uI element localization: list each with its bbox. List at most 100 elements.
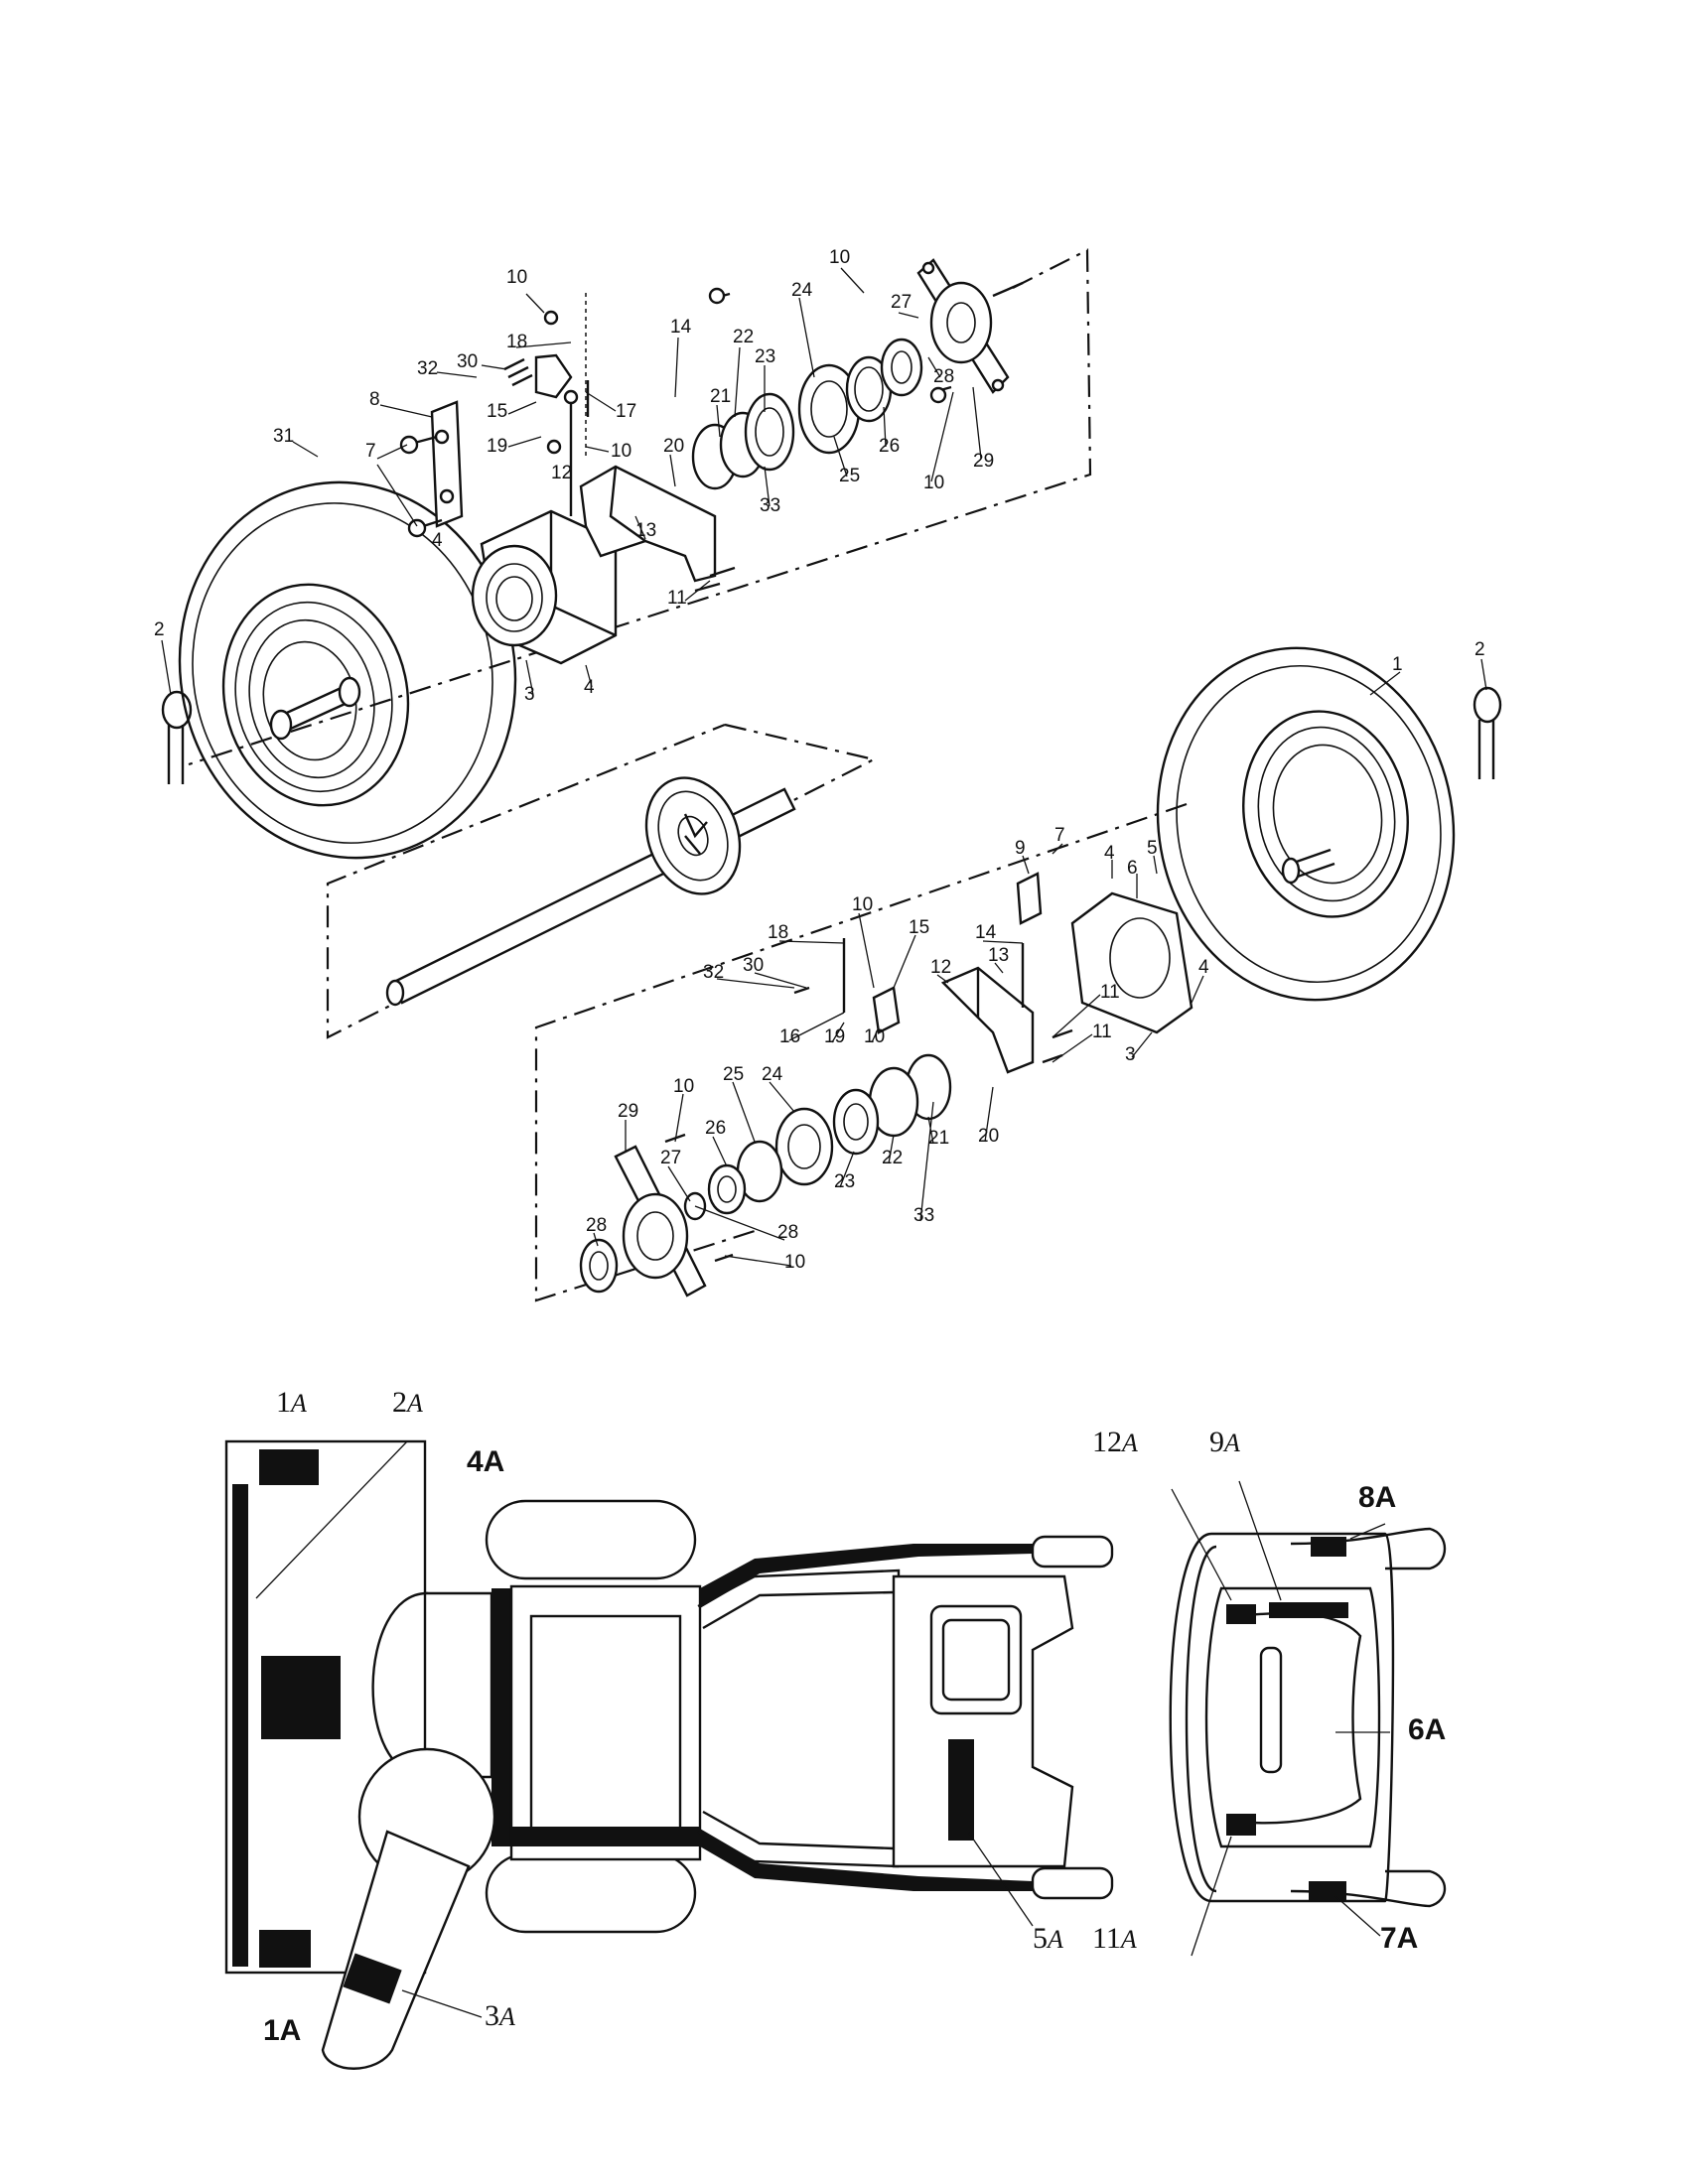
rear-view xyxy=(1169,1480,1447,1957)
label-12a: 12A xyxy=(1092,1426,1138,1458)
linch-pin-right xyxy=(1473,686,1502,779)
callout-23: 23 xyxy=(834,1171,855,1192)
callout-13: 13 xyxy=(988,945,1009,966)
callout-11: 11 xyxy=(667,588,687,609)
left-tire xyxy=(178,480,517,860)
strap-bracket xyxy=(579,465,717,583)
decal-8a xyxy=(1311,1537,1346,1557)
callout-10: 10 xyxy=(611,441,632,462)
label-8a: 8A xyxy=(1358,1481,1396,1514)
callout-28: 28 xyxy=(777,1222,798,1243)
callout-25: 25 xyxy=(839,466,860,486)
callout-12: 12 xyxy=(551,463,572,483)
callout-24: 24 xyxy=(791,280,813,301)
linch-pin-left xyxy=(161,690,193,784)
lower-axle-assembly xyxy=(534,646,1502,1302)
callout-29: 29 xyxy=(973,451,994,472)
decal-location-diagram: 1A 2A 4A 1A 3A 5A 11A 12A 9A 8A 6A 7A xyxy=(224,1386,1447,2070)
callout-4: 4 xyxy=(1198,957,1209,978)
label-2a: 2A xyxy=(392,1386,423,1419)
callout-30: 30 xyxy=(743,955,764,976)
transaxle-housing-lower xyxy=(1070,891,1193,1034)
callout-21: 21 xyxy=(710,386,731,407)
callout-13: 13 xyxy=(635,520,656,541)
callout-24: 24 xyxy=(762,1064,783,1085)
callout-20: 20 xyxy=(978,1126,999,1147)
label-11a: 11A xyxy=(1092,1922,1137,1955)
callout-32: 32 xyxy=(703,962,724,983)
callout-27: 27 xyxy=(891,292,912,313)
callout-10: 10 xyxy=(506,267,527,288)
callout-26: 26 xyxy=(879,436,900,457)
axle-shaft-assembly xyxy=(326,723,878,1039)
callout-16: 16 xyxy=(779,1026,800,1047)
callout-2: 2 xyxy=(154,619,165,640)
decal-1a-bottom xyxy=(259,1930,311,1968)
callout-31: 31 xyxy=(273,426,294,447)
decal-1a-top xyxy=(259,1449,319,1485)
callout-3: 3 xyxy=(524,684,535,705)
decal-7a xyxy=(1309,1881,1346,1901)
engine-cover xyxy=(892,1574,1074,1868)
callout-leaders xyxy=(161,267,1487,1267)
footplate xyxy=(509,1584,702,1861)
callout-26: 26 xyxy=(705,1118,726,1139)
decal-3a xyxy=(343,1953,402,2004)
callout-19: 19 xyxy=(487,436,507,457)
transaxle-housing-upper xyxy=(471,509,618,665)
callout-27: 27 xyxy=(660,1148,681,1168)
callout-10: 10 xyxy=(784,1252,805,1273)
callout-10: 10 xyxy=(673,1076,694,1097)
label-3a: 3A xyxy=(485,1999,515,2032)
callout-29: 29 xyxy=(618,1101,638,1122)
label-1a-top: 1A xyxy=(276,1386,307,1419)
label-4a: 4A xyxy=(467,1445,504,1478)
upper-axle-assembly xyxy=(161,248,1092,860)
callout-15: 15 xyxy=(909,917,929,938)
handle-tube xyxy=(321,1830,471,2070)
callout-4: 4 xyxy=(584,677,595,698)
mount-plate xyxy=(430,400,464,528)
callout-2: 2 xyxy=(1474,639,1485,660)
callout-18: 18 xyxy=(768,922,788,943)
callout-10: 10 xyxy=(829,247,850,268)
label-7a: 7A xyxy=(1380,1922,1418,1955)
callout-10: 10 xyxy=(852,894,873,915)
right-tire xyxy=(1156,646,1456,1002)
callout-10: 10 xyxy=(923,473,944,493)
callout-20: 20 xyxy=(663,436,684,457)
callout-7: 7 xyxy=(1054,825,1065,846)
callout-11: 11 xyxy=(1092,1022,1112,1042)
decal-12a xyxy=(1226,1604,1256,1624)
callout-1: 1 xyxy=(1392,654,1403,675)
decal-4a xyxy=(261,1656,341,1739)
label-6a: 6A xyxy=(1408,1713,1446,1746)
callout-11: 11 xyxy=(1100,982,1120,1003)
callout-3: 3 xyxy=(1125,1044,1136,1065)
callout-9: 9 xyxy=(1015,838,1026,859)
callout-33: 33 xyxy=(913,1205,934,1226)
callout-22: 22 xyxy=(733,327,754,347)
callout-4: 4 xyxy=(432,530,443,551)
callout-4: 4 xyxy=(1104,843,1115,864)
callout-32: 32 xyxy=(417,358,438,379)
callout-15: 15 xyxy=(487,401,507,422)
callout-28: 28 xyxy=(586,1215,607,1236)
clutch-stack-upper xyxy=(691,338,923,490)
callout-7: 7 xyxy=(365,441,376,462)
callout-8: 8 xyxy=(369,389,380,410)
upper-callouts: 10 18 30 32 8 15 17 19 10 31 7 12 4 14 2… xyxy=(154,247,994,705)
wheel-top-view-upper xyxy=(485,1499,697,1580)
callout-18: 18 xyxy=(506,332,527,352)
decal-5a xyxy=(948,1739,974,1841)
callout-25: 25 xyxy=(723,1064,744,1085)
clutch-stack-lower xyxy=(683,1053,952,1221)
callout-6: 6 xyxy=(1127,858,1138,879)
callout-14: 14 xyxy=(975,922,997,943)
decal-9a xyxy=(1269,1602,1348,1618)
label-9a: 9A xyxy=(1209,1426,1240,1458)
callout-28: 28 xyxy=(933,366,954,387)
decal-1a-strip xyxy=(232,1484,248,1967)
callout-22: 22 xyxy=(882,1148,903,1168)
